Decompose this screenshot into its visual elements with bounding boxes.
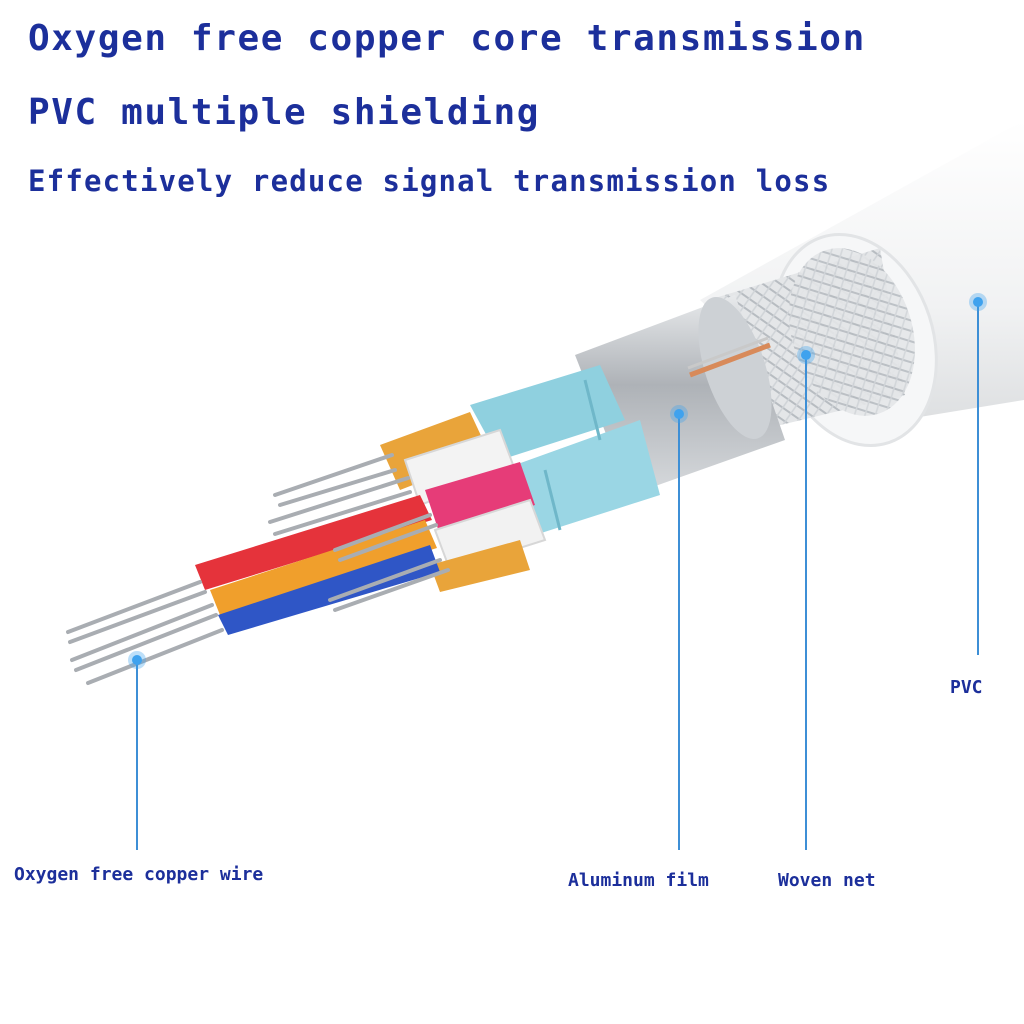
headline-signal-loss: Effectively reduce signal transmission l… bbox=[28, 164, 831, 198]
headline-pvc-shielding: PVC multiple shielding bbox=[28, 92, 541, 133]
callout-label-woven-net: Woven net bbox=[778, 870, 876, 891]
callout-lines bbox=[136, 302, 979, 850]
inner-sleeves bbox=[470, 365, 660, 535]
headline-copper-core: Oxygen free copper core transmission bbox=[28, 18, 866, 59]
conductor-bundle bbox=[195, 412, 547, 635]
callout-dots bbox=[128, 293, 987, 669]
copper-strands bbox=[66, 453, 450, 685]
callout-label-copper-wire: Oxygen free copper wire bbox=[14, 864, 264, 885]
callout-label-aluminum-film: Aluminum film bbox=[568, 870, 709, 891]
callout-label-pvc: PVC bbox=[950, 677, 983, 698]
